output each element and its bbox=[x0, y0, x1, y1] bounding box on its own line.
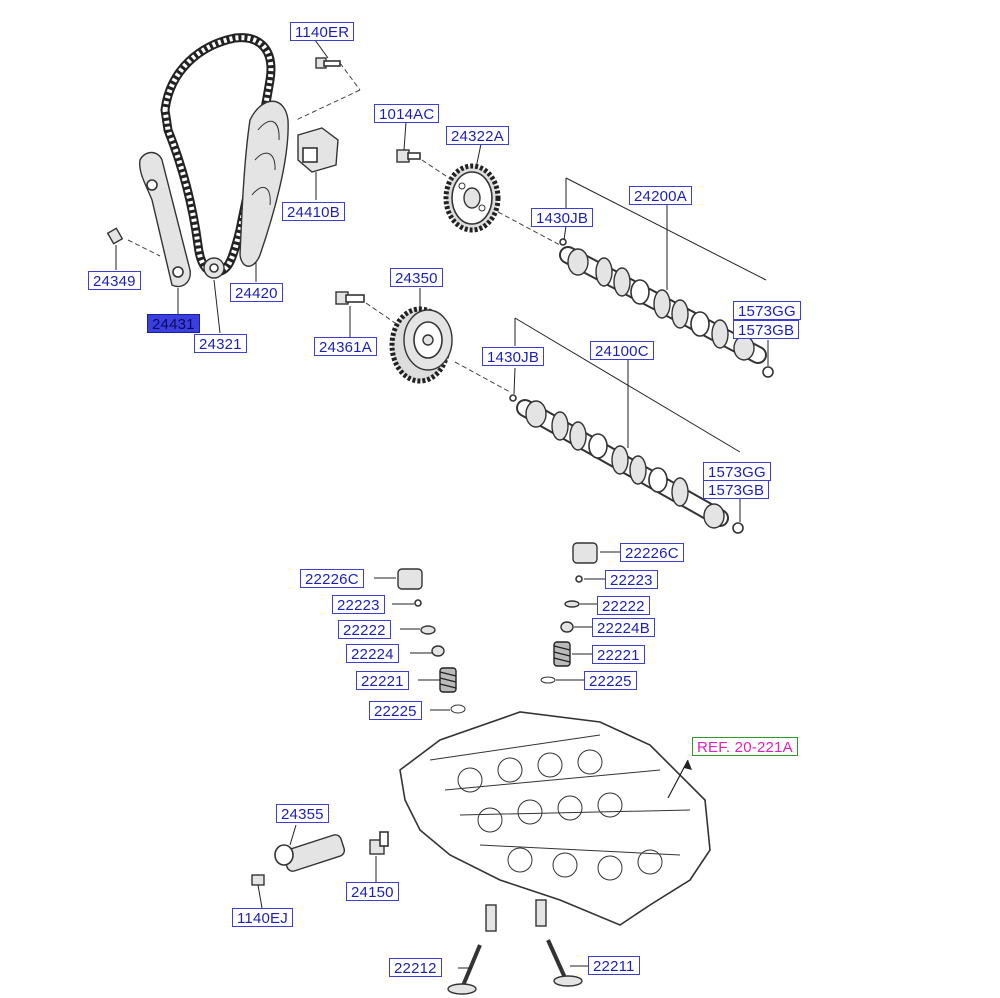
part-label-22221-right[interactable]: 22221 bbox=[592, 645, 645, 664]
part-label-24150[interactable]: 24150 bbox=[346, 882, 399, 901]
reference-label-cylinder-head[interactable]: REF. 20-221A bbox=[692, 737, 798, 756]
tensioner-arm-24431 bbox=[138, 151, 191, 288]
part-label-22224B[interactable]: 22224B bbox=[592, 618, 655, 637]
part-label-1014AC[interactable]: 1014AC bbox=[374, 104, 440, 123]
part-label-22221-left[interactable]: 22221 bbox=[356, 671, 409, 690]
valves bbox=[447, 939, 583, 995]
part-label-1573GG-intake[interactable]: 1573GG bbox=[703, 462, 771, 481]
part-label-22212[interactable]: 22212 bbox=[389, 958, 442, 977]
part-label-22226C-right[interactable]: 22226C bbox=[620, 543, 684, 562]
part-label-24355[interactable]: 24355 bbox=[276, 804, 329, 823]
cylinder-head bbox=[399, 711, 711, 926]
part-label-22226C-left[interactable]: 22226C bbox=[300, 569, 364, 588]
camshaft-24200A bbox=[559, 238, 774, 378]
chain-guide-24420 bbox=[239, 100, 289, 267]
part-label-22211[interactable]: 22211 bbox=[588, 956, 640, 975]
oil-control-valve-24355 bbox=[251, 834, 346, 886]
part-label-1140ER[interactable]: 1140ER bbox=[290, 22, 355, 41]
part-label-24420[interactable]: 24420 bbox=[230, 283, 283, 302]
part-label-24322A[interactable]: 24322A bbox=[446, 126, 509, 145]
bolt-1014AC bbox=[396, 149, 453, 181]
part-label-22225-left[interactable]: 22225 bbox=[369, 701, 422, 720]
valve-train-parts bbox=[397, 542, 598, 714]
bolt-24150 bbox=[369, 831, 389, 855]
valve-guides bbox=[485, 899, 547, 932]
part-label-24321[interactable]: 24321 bbox=[194, 334, 247, 353]
part-label-24410B[interactable]: 24410B bbox=[282, 202, 345, 221]
part-label-1573GB-exhaust[interactable]: 1573GB bbox=[733, 320, 800, 339]
camshaft-24100C bbox=[509, 394, 744, 534]
part-label-1430JB-exhaust[interactable]: 1430JB bbox=[531, 208, 594, 227]
part-label-22223-right[interactable]: 22223 bbox=[605, 570, 658, 589]
crank-sprocket-24321 bbox=[203, 257, 225, 279]
part-label-22225-right[interactable]: 22225 bbox=[584, 671, 637, 690]
leader-lines bbox=[115, 39, 769, 969]
bolt-24361A bbox=[335, 291, 399, 326]
part-label-1573GG-exhaust[interactable]: 1573GG bbox=[733, 301, 801, 320]
part-label-22223-left[interactable]: 22223 bbox=[332, 595, 385, 614]
cam-sprocket-24322A bbox=[443, 163, 501, 233]
part-label-24200A[interactable]: 24200A bbox=[629, 186, 692, 205]
part-label-22222-left[interactable]: 22222 bbox=[338, 620, 391, 639]
cvvt-sprocket-24350 bbox=[389, 306, 453, 384]
part-label-22224[interactable]: 22224 bbox=[346, 644, 399, 663]
bolt-1140ER bbox=[295, 57, 361, 121]
part-label-1140EJ[interactable]: 1140EJ bbox=[232, 908, 293, 927]
part-label-24100C[interactable]: 24100C bbox=[590, 341, 654, 360]
hydraulic-tensioner-24410B bbox=[297, 127, 339, 173]
part-label-24350[interactable]: 24350 bbox=[390, 268, 443, 287]
part-label-22222-right[interactable]: 22222 bbox=[597, 596, 650, 615]
bolt-24349 bbox=[106, 227, 161, 257]
part-label-1430JB-intake[interactable]: 1430JB bbox=[482, 347, 545, 366]
part-label-24349[interactable]: 24349 bbox=[88, 271, 141, 290]
part-label-24431-selected[interactable]: 24431 bbox=[147, 314, 200, 333]
part-label-24361A[interactable]: 24361A bbox=[314, 337, 377, 356]
part-label-1573GB-intake[interactable]: 1573GB bbox=[703, 480, 770, 499]
